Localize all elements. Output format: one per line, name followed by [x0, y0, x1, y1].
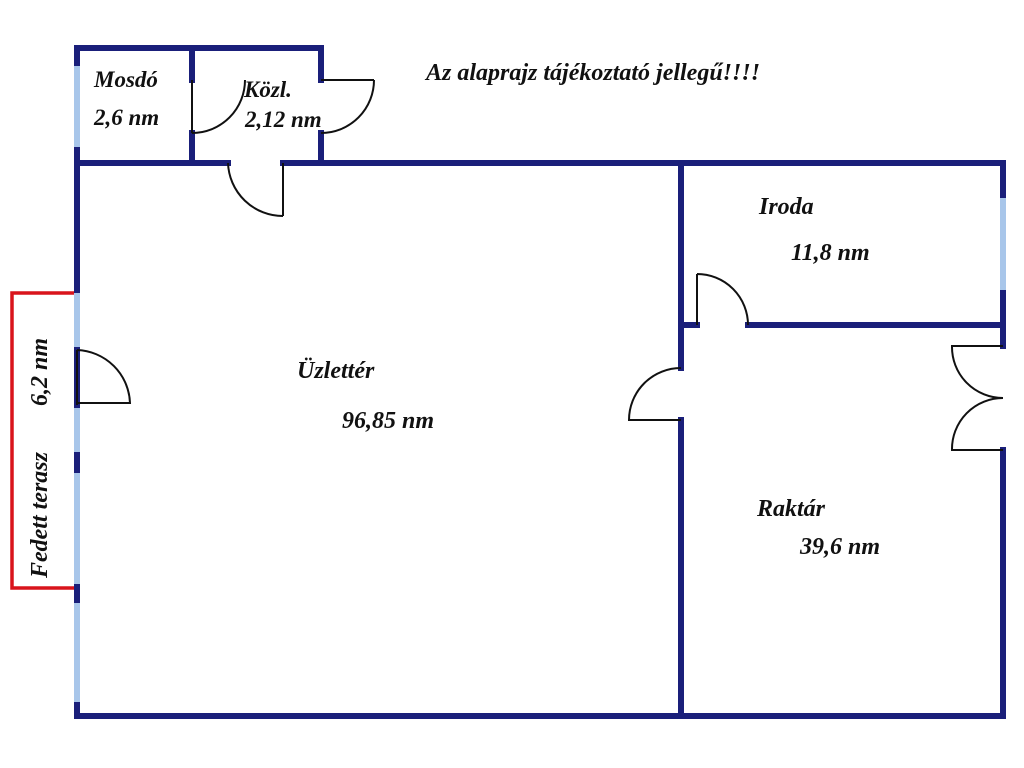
room-area-mosdo: 2,6 nm	[93, 105, 159, 130]
door-raktar-double	[950, 345, 1004, 451]
room-name-raktar: Raktár	[756, 496, 826, 522]
windows	[74, 63, 1006, 705]
door-entrance	[76, 349, 132, 405]
room-area-raktar: 39,6 nm	[799, 534, 880, 560]
door-raktar	[627, 367, 682, 421]
door-kozl-uzletter	[227, 162, 284, 217]
door-mosdo	[191, 79, 246, 134]
door-kozl	[320, 79, 375, 134]
labels: Az alaprajz tájékoztató jellegű!!!! Mosd…	[27, 60, 880, 579]
room-name-uzletter: Üzlettér	[297, 358, 375, 384]
terrace-outline	[10, 291, 76, 590]
room-area-uzletter: 96,85 nm	[342, 408, 434, 434]
door-iroda	[696, 273, 749, 326]
room-name-terasz: Fedett terasz	[27, 451, 53, 579]
room-name-mosdo: Mosdó	[93, 67, 158, 92]
room-area-kozl: 2,12 nm	[244, 107, 322, 132]
room-name-iroda: Iroda	[758, 194, 814, 220]
doors	[76, 79, 1004, 451]
room-area-terasz: 6,2 nm	[27, 338, 53, 406]
walls	[74, 45, 1006, 719]
room-area-iroda: 11,8 nm	[791, 240, 870, 266]
plan-note: Az alaprajz tájékoztató jellegű!!!!	[424, 60, 760, 86]
room-name-kozl: Közl.	[243, 77, 292, 102]
